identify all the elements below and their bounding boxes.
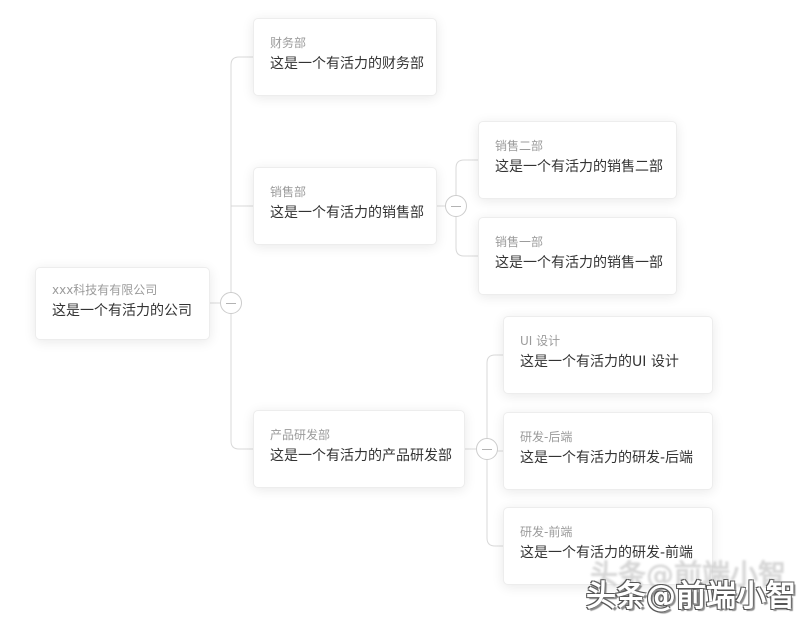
- connector-rd-to-frontend: [486, 449, 503, 547]
- node-sales-2-title: 销售二部: [495, 139, 544, 153]
- node-rd-frontend[interactable]: 研发-前端 这是一个有活力的研发-前端: [503, 507, 713, 585]
- node-rd-backend[interactable]: 研发-后端 这是一个有活力的研发-后端: [503, 412, 713, 490]
- node-finance-title: 财务部: [270, 36, 307, 50]
- collapse-button-rd[interactable]: [476, 438, 498, 460]
- collapse-button-sales[interactable]: [445, 195, 467, 217]
- connector-root-to-finance: [230, 56, 253, 303]
- node-finance[interactable]: 财务部 这是一个有活力的财务部: [253, 18, 437, 96]
- node-ui-design-title: UI 设计: [520, 334, 561, 348]
- node-rd[interactable]: 产品研发部 这是一个有活力的产品研发部: [253, 410, 465, 488]
- node-sales[interactable]: 销售部 这是一个有活力的销售部: [253, 167, 437, 245]
- node-rd-frontend-desc: 这是一个有活力的研发-前端: [520, 545, 694, 561]
- connector-rd-to-ui: [486, 354, 503, 449]
- connector-root-to-rd: [230, 303, 253, 450]
- node-finance-desc: 这是一个有活力的财务部: [270, 56, 424, 72]
- connector-sales-to-sales2: [455, 159, 478, 206]
- node-sales-title: 销售部: [270, 185, 307, 199]
- node-root-title: xxx科技有有限公司: [52, 283, 158, 297]
- node-root[interactable]: xxx科技有有限公司 这是一个有活力的公司: [35, 267, 210, 340]
- connector-sales-to-sales1: [455, 206, 478, 257]
- node-root-desc: 这是一个有活力的公司: [52, 303, 192, 319]
- node-rd-backend-desc: 这是一个有活力的研发-后端: [520, 450, 694, 466]
- node-sales-1-desc: 这是一个有活力的销售一部: [495, 255, 663, 271]
- node-rd-desc: 这是一个有活力的产品研发部: [270, 448, 452, 464]
- minus-icon: [482, 448, 492, 450]
- node-ui-design-desc: 这是一个有活力的UI 设计: [520, 354, 679, 370]
- node-sales-1[interactable]: 销售一部 这是一个有活力的销售一部: [478, 217, 677, 295]
- node-sales-2-desc: 这是一个有活力的销售二部: [495, 159, 663, 175]
- node-sales-2[interactable]: 销售二部 这是一个有活力的销售二部: [478, 121, 677, 199]
- node-rd-title: 产品研发部: [270, 428, 331, 442]
- node-sales-desc: 这是一个有活力的销售部: [270, 205, 424, 221]
- node-sales-1-title: 销售一部: [495, 235, 544, 249]
- collapse-button-root[interactable]: [220, 292, 242, 314]
- node-rd-backend-title: 研发-后端: [520, 430, 573, 444]
- node-ui-design[interactable]: UI 设计 这是一个有活力的UI 设计: [503, 316, 713, 394]
- node-rd-frontend-title: 研发-前端: [520, 525, 573, 539]
- minus-icon: [451, 205, 461, 207]
- minus-icon: [226, 302, 236, 304]
